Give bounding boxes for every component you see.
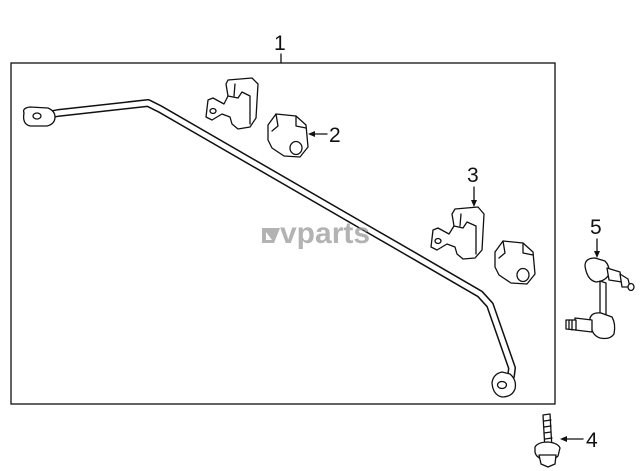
stabilizer-bushing-lower (494, 240, 536, 285)
callout-arrow-5 (594, 251, 600, 258)
stabilizer-bushing-upper (267, 113, 309, 158)
callout-arrow-2 (308, 131, 315, 137)
callout-arrow-3 (471, 200, 477, 207)
callout-number-4: 4 (586, 429, 598, 452)
watermark-text: vparts (280, 217, 370, 250)
stabilizer-link (565, 257, 635, 340)
callout-number-3: 3 (467, 164, 479, 187)
callout-number-2: 2 (329, 124, 341, 147)
callout-number-1: 1 (274, 32, 286, 55)
assembly-frame (10, 62, 556, 405)
bolt (534, 413, 561, 468)
stabilizer-bracket-upper (205, 77, 259, 130)
callout-arrow-4 (560, 436, 567, 442)
stabilizer-bar (22, 99, 517, 398)
callout-number-5: 5 (590, 216, 602, 239)
watermark: vparts (262, 217, 370, 250)
watermark-logo-icon (262, 228, 280, 243)
stabilizer-bracket-lower (430, 206, 485, 260)
